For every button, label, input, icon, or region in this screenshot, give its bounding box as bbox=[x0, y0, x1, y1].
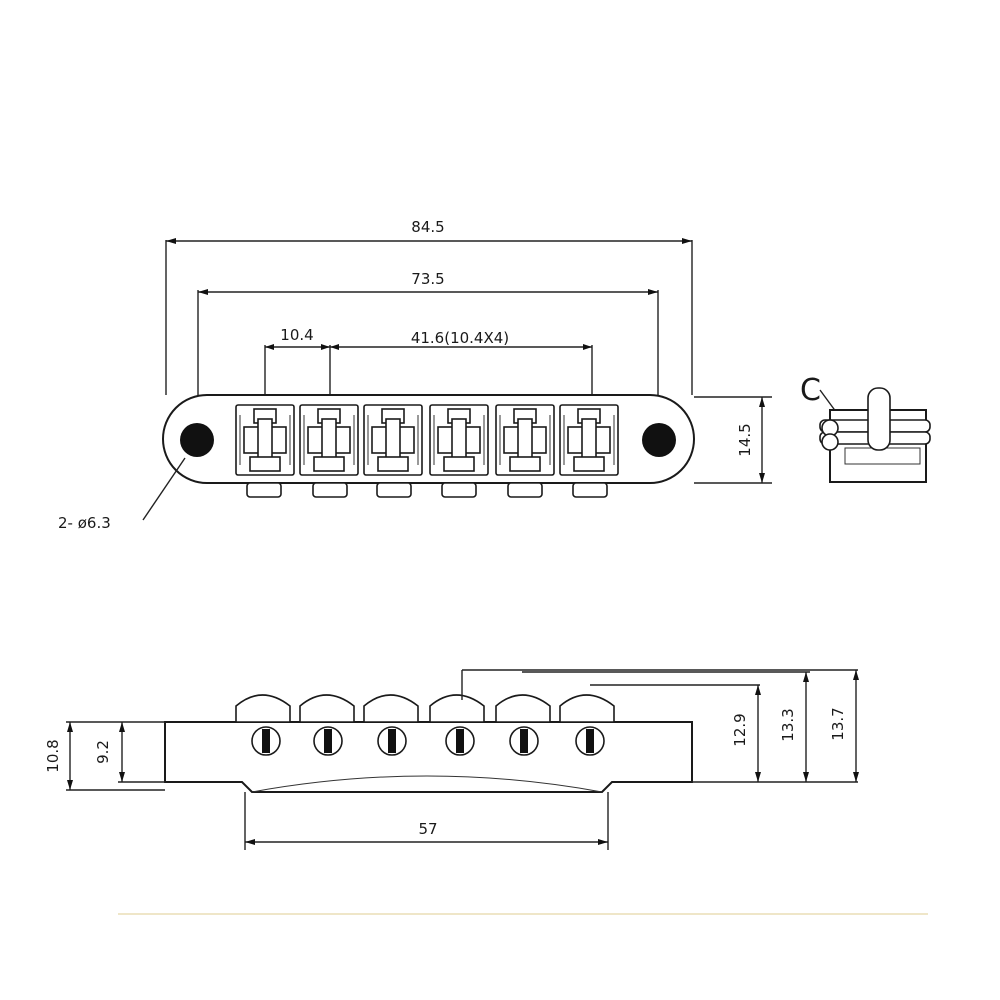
string-spacing-label: 10.4 bbox=[280, 326, 313, 344]
front-view: 10.8 9.2 12.9 13.3 13.7 bbox=[44, 669, 859, 850]
saddle-top bbox=[235, 404, 295, 476]
clip-symbol: C bbox=[800, 373, 821, 408]
saddles-top bbox=[235, 404, 619, 476]
saddle-height-2-label: 13.3 bbox=[779, 708, 797, 741]
dimension-string-spacing: 10.4 41.6(10.4X4) bbox=[264, 326, 593, 400]
dimension-right-heights: 12.9 13.3 13.7 bbox=[461, 669, 859, 783]
string-spread-label: 41.6(10.4X4) bbox=[411, 329, 509, 347]
top-view: 84.5 73.5 10.4 41.6(10.4X4) bbox=[58, 218, 772, 532]
stud-hole-right bbox=[642, 423, 676, 457]
bridge-body-front bbox=[164, 721, 693, 793]
left-height-inner-label: 9.2 bbox=[94, 740, 112, 764]
screw-heads-front bbox=[251, 726, 605, 756]
dimension-stud-spacing: 73.5 bbox=[197, 270, 659, 420]
dimension-left-heights: 10.8 9.2 bbox=[44, 721, 165, 791]
saddle-height-3-label: 13.7 bbox=[829, 707, 847, 740]
dimension-body-width: 14.5 bbox=[694, 396, 772, 484]
saddle-top bbox=[559, 404, 619, 476]
base-length-label: 57 bbox=[418, 820, 437, 838]
saddle-height-1-label: 12.9 bbox=[731, 713, 749, 746]
overall-length-label: 84.5 bbox=[411, 218, 444, 236]
saddle-top bbox=[363, 404, 423, 476]
hole-callout: 2- ø6.3 bbox=[58, 457, 186, 532]
stud-hole-left bbox=[180, 423, 214, 457]
hole-callout-label: 2- ø6.3 bbox=[58, 514, 111, 532]
stud-spacing-label: 73.5 bbox=[411, 270, 444, 288]
screw-heads-top bbox=[246, 482, 608, 498]
side-view: C bbox=[800, 373, 931, 483]
saddle-top bbox=[495, 404, 555, 476]
body-width-label: 14.5 bbox=[736, 423, 754, 456]
saddle-top bbox=[299, 404, 359, 476]
left-height-outer-label: 10.8 bbox=[44, 739, 62, 772]
dimension-overall-length: 84.5 bbox=[165, 218, 693, 395]
dimension-base-length: 57 bbox=[244, 792, 609, 850]
saddles-front bbox=[235, 694, 615, 723]
saddle-top bbox=[429, 404, 489, 476]
